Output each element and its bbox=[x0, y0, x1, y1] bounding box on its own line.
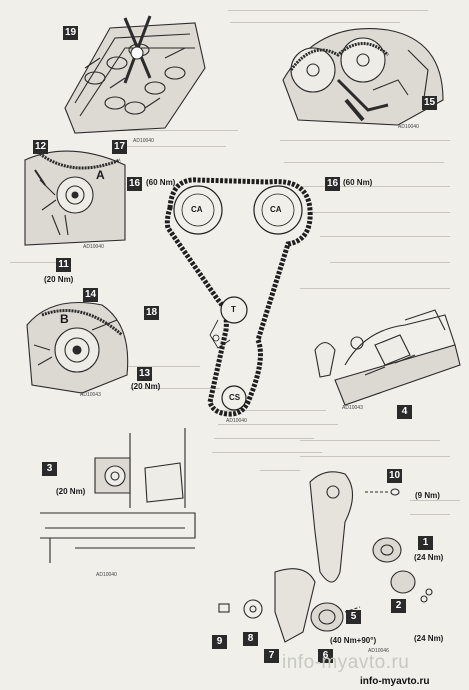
figure-engine-mount bbox=[314, 309, 461, 406]
callout-6: 6 bbox=[318, 649, 333, 663]
figure-code: AD10040 bbox=[133, 138, 154, 144]
callout-9: 9 bbox=[212, 635, 227, 649]
figure-camshaft-locking bbox=[64, 15, 206, 134]
callout-1: 1 bbox=[418, 536, 433, 550]
cam-right-label: CA bbox=[270, 205, 282, 214]
callout-15: 15 bbox=[422, 96, 437, 110]
torque-label: (40 Nm+90°) bbox=[330, 636, 377, 645]
figure-code: AD10040 bbox=[83, 244, 104, 250]
callout-8: 8 bbox=[243, 632, 258, 646]
crankshaft-label: CS bbox=[229, 393, 241, 402]
callout-5: 5 bbox=[346, 610, 361, 624]
cam-left-label: CA bbox=[191, 205, 203, 214]
figure-code: AD10043 bbox=[80, 392, 101, 398]
torque-label: (24 Nm) bbox=[414, 553, 444, 562]
figure-tensioner-a bbox=[24, 148, 126, 246]
callout-2: 2 bbox=[391, 599, 406, 613]
torque-label: (20 Nm) bbox=[56, 487, 86, 496]
torque-label: (20 Nm) bbox=[131, 382, 161, 391]
callout-16-right: 16 bbox=[325, 177, 340, 191]
tensioner-label: T bbox=[231, 305, 236, 314]
figure-camshaft-sprockets bbox=[282, 28, 444, 126]
figure-code: AD10046 bbox=[368, 648, 389, 654]
figure-code: AD10043 bbox=[342, 405, 363, 411]
figure-exploded-tensioner bbox=[218, 471, 433, 643]
torque-label: (9 Nm) bbox=[415, 491, 440, 500]
figure-code: AD10040 bbox=[96, 572, 117, 578]
callout-3: 3 bbox=[42, 462, 57, 476]
torque-label: (20 Nm) bbox=[44, 275, 74, 284]
watermark-small: info-myavto.ru bbox=[360, 676, 430, 687]
figure-crankshaft-pulley bbox=[40, 428, 196, 563]
callout-14: 14 bbox=[83, 288, 98, 302]
figure-code: AD10040 bbox=[398, 124, 419, 130]
watermark: info-myavto.ru bbox=[282, 652, 410, 673]
callout-19: 19 bbox=[63, 26, 78, 40]
callout-17: 17 bbox=[112, 140, 127, 154]
figure-code: AD10040 bbox=[226, 418, 247, 424]
callout-18: 18 bbox=[144, 306, 159, 320]
callout-12: 12 bbox=[33, 140, 48, 154]
callout-7: 7 bbox=[264, 649, 279, 663]
torque-label: (60 Nm) bbox=[343, 178, 373, 187]
callout-13: 13 bbox=[137, 367, 152, 381]
letter-b: B bbox=[60, 312, 69, 326]
callout-10: 10 bbox=[387, 469, 402, 483]
callout-16-left: 16 bbox=[127, 177, 142, 191]
torque-label: (60 Nm) bbox=[146, 178, 176, 187]
figure-tensioner-b bbox=[26, 302, 129, 394]
figure-timing-belt-layout bbox=[164, 177, 313, 417]
callout-11: 11 bbox=[56, 258, 71, 272]
torque-label: (24 Nm) bbox=[414, 634, 444, 643]
callout-4: 4 bbox=[397, 405, 412, 419]
letter-a: A bbox=[96, 168, 105, 182]
